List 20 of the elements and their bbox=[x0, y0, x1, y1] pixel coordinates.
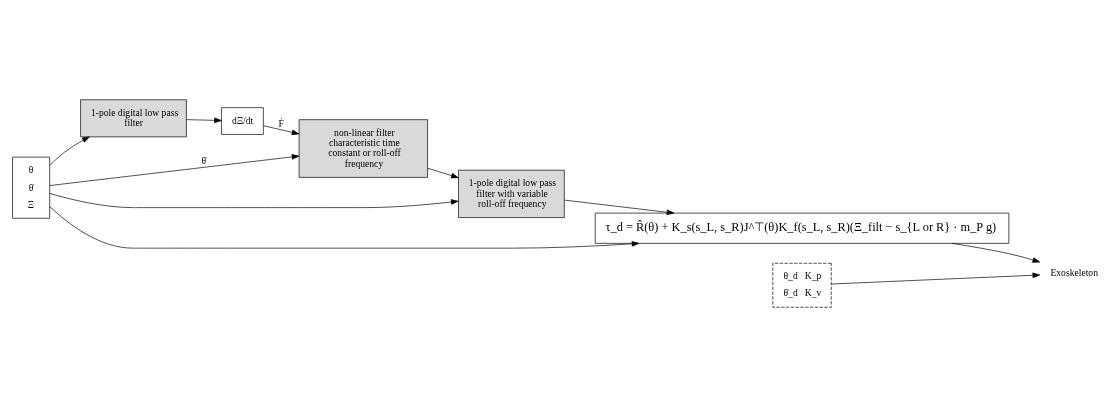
edge-label: Ḟ bbox=[278, 117, 284, 129]
node-box: 1-pole digital low pass filter with variable roll-off frequency bbox=[458, 169, 565, 218]
edge-label: θ̇ bbox=[201, 155, 207, 167]
node-box: non-linear filter characteristic time constant or roll-off frequency bbox=[298, 119, 428, 178]
node-box: τ_d = R̂(θ) + K_s(s_L, s_R)J^⊤(θ)K_f(s_L, s_R)(Ξ_filt − s_{L or R} · m_P g) bbox=[594, 212, 1010, 244]
arrow bbox=[49, 206, 640, 249]
arrow bbox=[263, 125, 300, 136]
arrow bbox=[427, 167, 459, 179]
node-box: θ θ̇ Ξ bbox=[12, 156, 50, 219]
node-box: dΞ/dt bbox=[221, 107, 264, 135]
arrow bbox=[564, 199, 675, 216]
arrow bbox=[49, 193, 459, 208]
arrow bbox=[831, 272, 1041, 285]
node-box: θ_d K_p θ̇_d K_v bbox=[772, 262, 832, 308]
arrow bbox=[951, 243, 1041, 263]
arrow bbox=[186, 117, 222, 124]
arrow bbox=[49, 154, 300, 186]
node-box: 1-pole digital low pass filter bbox=[80, 99, 187, 138]
node-text: Exoskeleton bbox=[1050, 267, 1098, 279]
arrow bbox=[49, 136, 90, 166]
